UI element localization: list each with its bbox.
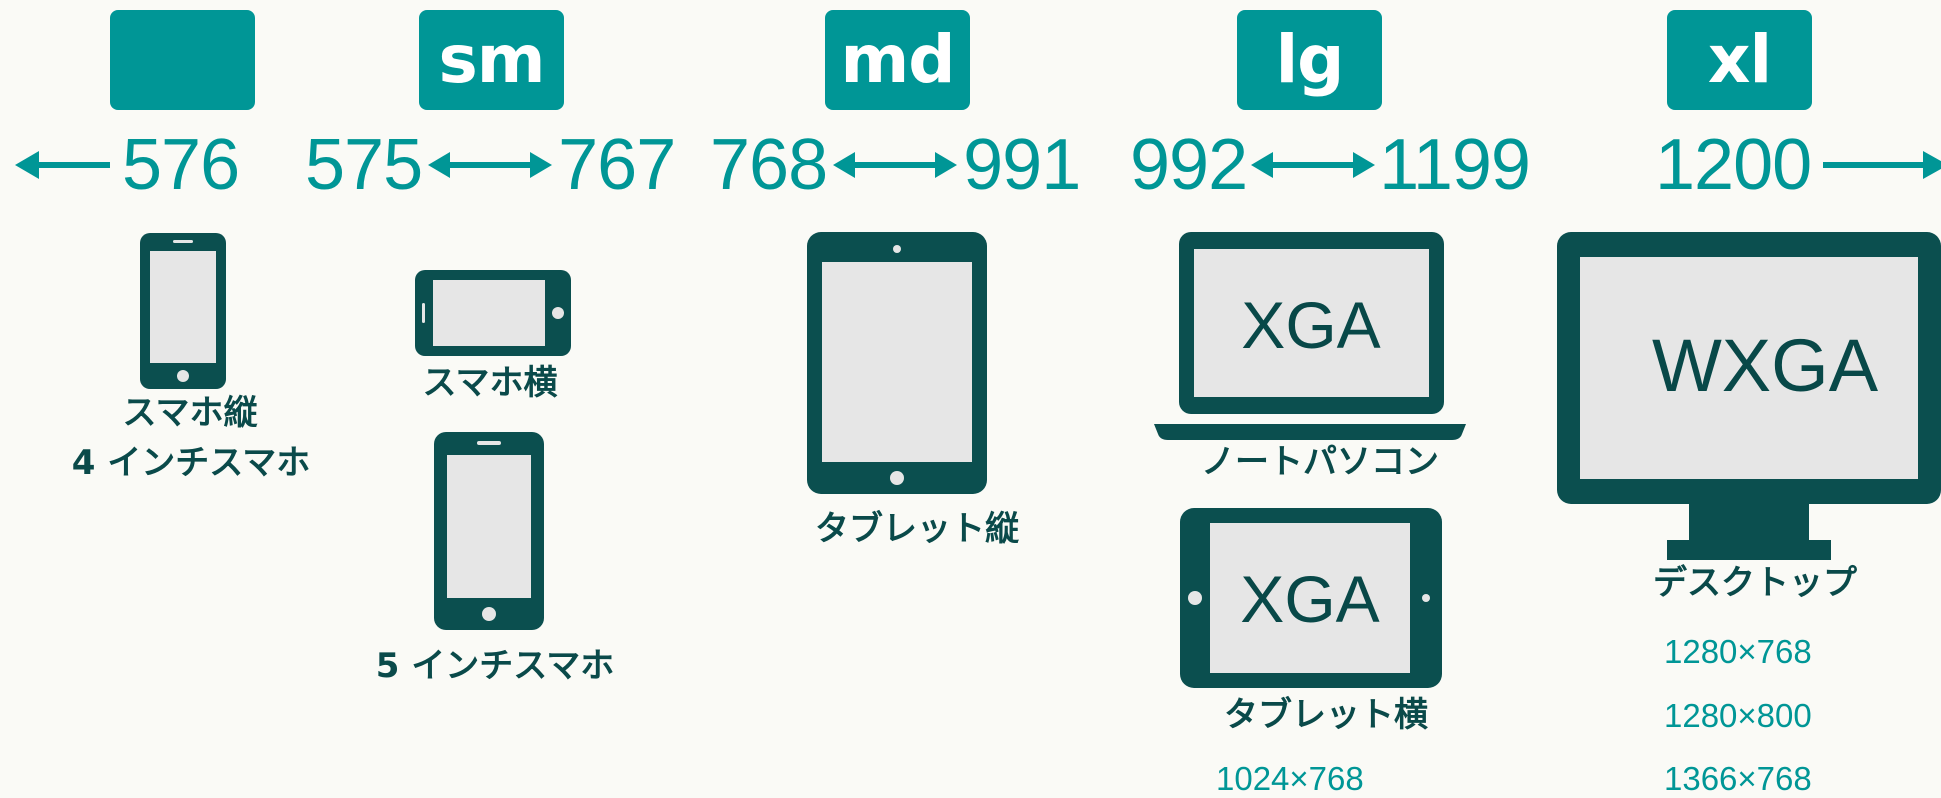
arrow-both-icon: [1251, 152, 1376, 178]
device-label: ノートパソコン: [1201, 442, 1439, 482]
laptop-screen-text: XGA: [1241, 288, 1380, 362]
smartphone-portrait-icon: [434, 432, 544, 630]
smartphone-portrait-icon: [140, 233, 226, 389]
resolution-text: 1280×768: [1664, 633, 1812, 670]
resolution-text: 1280×800: [1664, 697, 1812, 734]
arrow-both-icon: [428, 152, 553, 178]
range-start: 575: [305, 125, 423, 205]
device-label: デスクトップ: [1653, 563, 1857, 603]
breakpoint-xl: xl 1200 WXGA デスクトップ 1280×768 1280×800 13…: [1540, 0, 1941, 797]
device-label: タブレット縦: [815, 509, 1019, 549]
breakpoint-badge: md: [825, 10, 970, 110]
breakpoint-badge: lg: [1237, 10, 1382, 110]
range-end: 576: [122, 125, 240, 205]
range-start: 768: [710, 125, 828, 205]
resolution-text: 1366×768: [1664, 760, 1812, 797]
desktop-monitor-icon: WXGA: [1557, 232, 1941, 560]
device-label: 5 インチスマホ: [375, 646, 615, 686]
tablet-landscape-icon: XGA: [1180, 508, 1442, 688]
range-end: 1199: [1379, 125, 1531, 205]
laptop-icon: XGA: [1154, 232, 1466, 440]
breakpoint-badge: sm: [419, 10, 564, 110]
tablet-screen-text: XGA: [1240, 562, 1379, 636]
breakpoint-range: 992 1199: [1130, 122, 1531, 208]
device-label: スマホ横: [422, 363, 558, 403]
arrow-both-icon: [833, 152, 958, 178]
breakpoint-range: 1200: [1655, 122, 1941, 208]
tablet-portrait-icon: [807, 232, 987, 494]
smartphone-landscape-icon: [415, 270, 571, 356]
breakpoint-badge: xl: [1667, 10, 1812, 110]
device-label: スマホ縦: [122, 393, 258, 433]
monitor-screen-text: WXGA: [1652, 324, 1879, 407]
range-start: 992: [1130, 125, 1248, 205]
breakpoint-range: 575 767: [305, 122, 676, 208]
breakpoint-lg: lg 992 1199 XGA ノートパソコン XGA タブレット横 1024×…: [1100, 0, 1540, 797]
resolution-text: 1024×768: [1216, 760, 1364, 797]
device-sublabel: 4 インチスマホ: [71, 443, 311, 483]
range-end: 767: [558, 125, 676, 205]
breakpoint-sm: sm 575 767 スマホ横 5 インチスマホ: [300, 0, 700, 795]
range-start: 1200: [1655, 125, 1812, 205]
breakpoint-md: md 768 991 タブレット縦: [700, 0, 1100, 795]
breakpoint-range: 768 991: [710, 122, 1081, 208]
breakpoint-badge: [110, 10, 255, 110]
arrow-right-icon: [1823, 151, 1941, 179]
arrow-left-icon: [15, 151, 110, 179]
range-end: 991: [963, 125, 1081, 205]
breakpoint-xs: 576 スマホ縦 4 インチスマホ: [0, 0, 310, 795]
breakpoint-range: 576: [15, 122, 240, 208]
device-label: タブレット横: [1224, 695, 1428, 735]
